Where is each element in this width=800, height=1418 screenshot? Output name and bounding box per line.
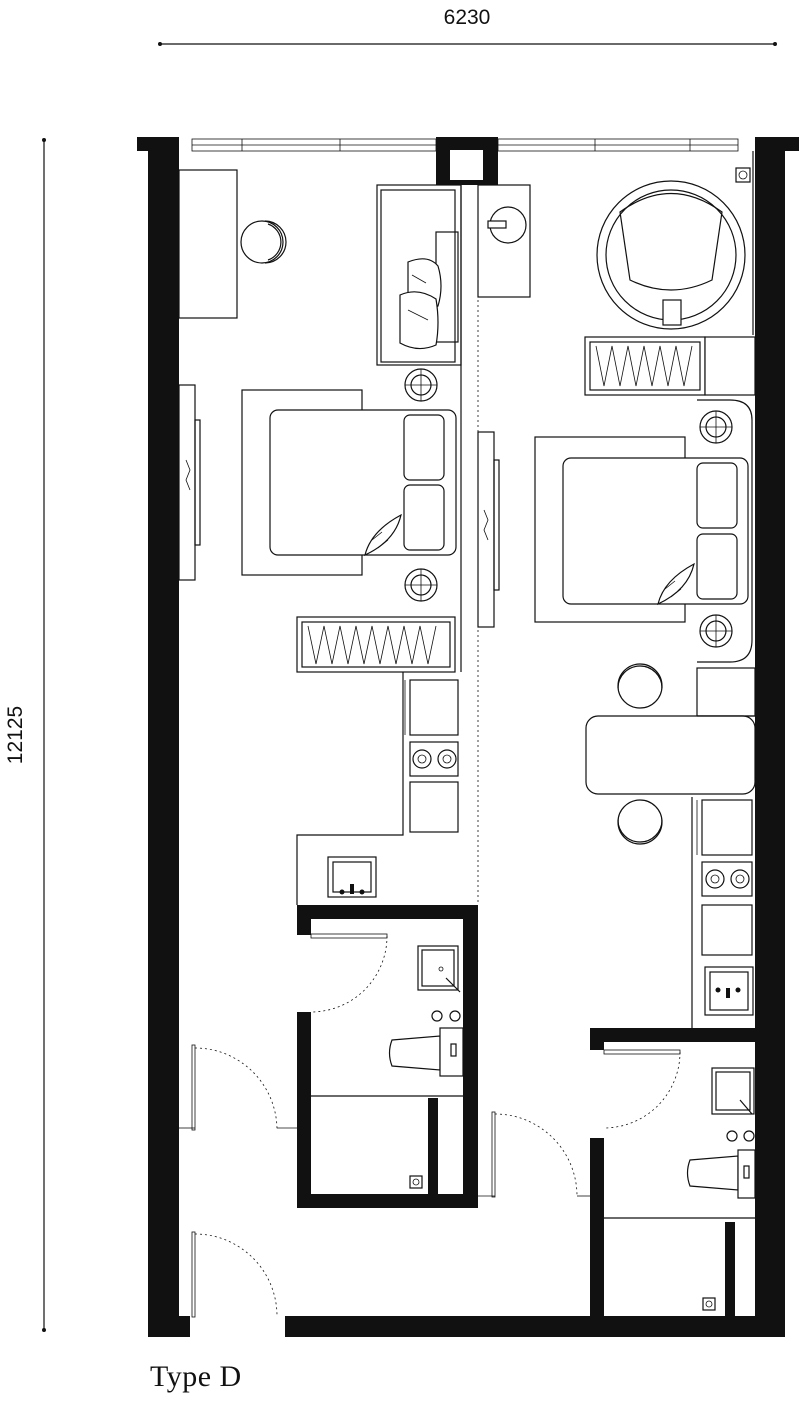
dining-chair-bottom xyxy=(617,799,663,845)
height-dimension: 12125 xyxy=(4,138,46,1332)
dining-table xyxy=(585,667,756,795)
wardrobe-right xyxy=(584,336,756,396)
bed-left xyxy=(241,389,457,576)
bed-right xyxy=(534,399,753,663)
chair-left-desk xyxy=(240,220,287,264)
width-dimension-label: 6230 xyxy=(444,6,491,29)
dining-chair-top xyxy=(617,663,663,709)
top-windows xyxy=(191,138,751,183)
plan-type-label: Type D xyxy=(150,1360,242,1393)
vanity-basin xyxy=(477,184,531,298)
entrance-door-right xyxy=(478,1111,590,1198)
entrance-doors xyxy=(179,1044,297,1318)
partition xyxy=(460,185,479,905)
wardrobe-left xyxy=(296,616,456,673)
tv-left xyxy=(178,384,201,581)
lamp-left-bottom xyxy=(404,568,438,602)
lamp-left-top xyxy=(404,368,438,402)
bathroom-right xyxy=(590,1028,785,1328)
kitchen-left xyxy=(296,672,459,905)
kitchen-right xyxy=(691,797,754,1028)
desk-left xyxy=(178,169,238,319)
lamp-right-top xyxy=(699,410,733,444)
sofa xyxy=(376,184,462,366)
bathroom-left xyxy=(297,905,478,1208)
width-dimension: 6230 xyxy=(158,6,777,46)
tv-center xyxy=(477,431,500,628)
outer-walls xyxy=(137,137,799,1337)
height-dimension-label: 12125 xyxy=(4,706,27,764)
lamp-right-bottom xyxy=(699,614,733,648)
round-bathtub xyxy=(596,151,754,335)
